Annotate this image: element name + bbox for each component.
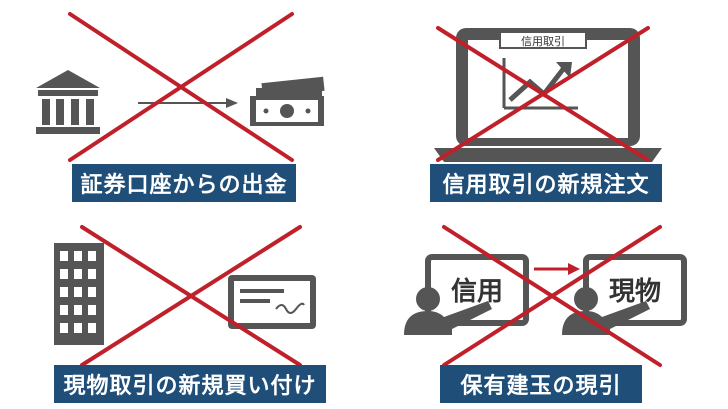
label-margin-order: 信用取引の新規注文 [430,164,662,202]
label-spot-buy: 現物取引の新規買い付け [54,365,326,403]
arrow-right-icon [534,263,580,275]
arrow-right-icon [138,98,238,108]
right-board-text: 現物 [609,277,661,307]
banknote-stack-icon [250,76,325,126]
prohibited-cross [436,26,650,162]
panel-delivery-illustration: 信用 現物 [404,225,687,367]
presenter-icon [562,287,650,335]
presenter-icon [404,287,492,335]
prohibited-cross [80,225,302,367]
panel-margin-order-illustration: 信用取引 [434,26,662,162]
check-card-icon [228,275,316,329]
bank-icon [36,70,100,134]
left-board-text: 信用 [451,277,503,307]
panel-spot-buy-illustration [54,225,316,367]
prohibited-cross [442,225,662,367]
label-delivery: 保有建玉の現引 [440,365,642,403]
panel-withdrawal-illustration [36,12,325,162]
screen-title: 信用取引 [521,34,565,48]
prohibited-cross [68,12,294,162]
office-building-icon [54,243,104,345]
label-withdrawal: 証券口座からの出金 [72,164,296,202]
